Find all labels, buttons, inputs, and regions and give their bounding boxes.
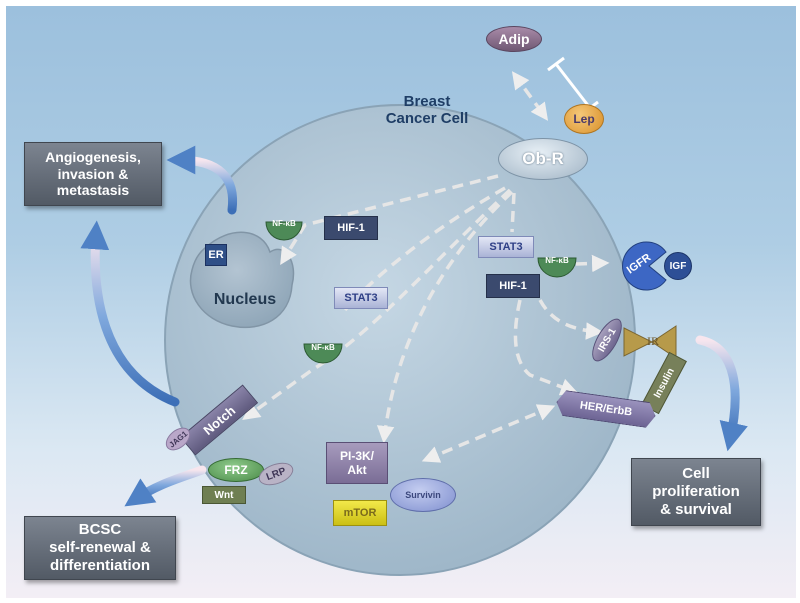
nfkb-mid-label: NF-κB bbox=[311, 343, 335, 352]
nfkb-right-label: NF-κB bbox=[545, 256, 569, 265]
frz-to-bcsc-arrow bbox=[124, 465, 207, 507]
igfr-receptor bbox=[622, 241, 667, 291]
angiogenesis-outcome: Angiogenesis, invasion & metastasis bbox=[24, 142, 162, 206]
nfkb-right-shape bbox=[537, 257, 577, 278]
stat3-igfr-arrow bbox=[575, 254, 610, 273]
bcsc-line-1: BCSC bbox=[78, 521, 122, 538]
bcsc-line-3: differentiation bbox=[50, 557, 150, 574]
survivin-node: Survivin bbox=[390, 478, 456, 512]
bcsc-line-2: self-renewal & bbox=[49, 539, 151, 556]
obr-pi3k-arrow bbox=[376, 190, 514, 444]
stat3-right-box: STAT3 bbox=[478, 236, 534, 258]
cell-title-line-2: Cancer Cell bbox=[385, 109, 469, 127]
mtor-box: mTOR bbox=[333, 500, 387, 526]
outcome-arrows bbox=[80, 145, 748, 507]
proliferation-line-1: Cell bbox=[682, 465, 710, 482]
bcsc-outcome: BCSC self-renewal & differentiation bbox=[24, 516, 176, 580]
stat3-mid-box: STAT3 bbox=[334, 287, 388, 309]
insulin-to-proliferation-arrow bbox=[695, 335, 748, 452]
angiogenesis-line-1: Angiogenesis, bbox=[45, 148, 141, 165]
cell-title-line-1: Breast bbox=[403, 93, 451, 110]
angiogenesis-line-2: invasion & bbox=[57, 165, 129, 182]
wnt-ligand: Wnt bbox=[202, 486, 246, 504]
nucleus-label: Nucleus bbox=[213, 291, 277, 308]
hif1-top-box: HIF-1 bbox=[324, 216, 378, 240]
er-box: ER bbox=[205, 244, 227, 266]
adip-obr-arrow bbox=[511, 71, 549, 121]
hif1-right-box: HIF-1 bbox=[486, 274, 540, 298]
proliferation-line-2: proliferation bbox=[652, 483, 740, 500]
to-her-arrow bbox=[513, 299, 579, 396]
pi3k-akt-box: PI-3K/ Akt bbox=[326, 442, 388, 484]
obr-receptor: Ob-R bbox=[498, 138, 588, 180]
pi3k-line-1: PI-3K/ bbox=[339, 448, 374, 463]
frz-receptor: FRZ bbox=[208, 458, 264, 482]
notch-to-angiogenesis-arrow bbox=[80, 220, 180, 407]
nucleus-to-angiogenesis-arrow bbox=[166, 145, 238, 215]
nfkb-top-label: NF-κB bbox=[272, 219, 296, 228]
obr-notch-arrow bbox=[242, 188, 512, 421]
signaling-arrows bbox=[242, 71, 610, 463]
angiogenesis-line-3: metastasis bbox=[56, 182, 130, 199]
obr-hif1-nucleus-arrow bbox=[280, 174, 499, 265]
nfkb-top-shape bbox=[265, 221, 303, 241]
to-irs1-arrow bbox=[538, 299, 604, 340]
igf-ligand: IGF bbox=[664, 252, 692, 280]
obr-stat3-arrow bbox=[510, 192, 516, 233]
ir-receptor-left bbox=[623, 327, 654, 357]
proliferation-outcome: Cell proliferation & survival bbox=[631, 458, 761, 526]
her-pi3k-arrow bbox=[421, 404, 556, 463]
proliferation-line-3: & survival bbox=[660, 501, 732, 518]
ir-label: IR bbox=[647, 334, 659, 348]
nfkb-mid-shape bbox=[303, 343, 343, 364]
pi3k-line-2: Akt bbox=[347, 463, 367, 477]
adip-node: Adip bbox=[486, 26, 542, 52]
ir-receptor-right bbox=[651, 325, 677, 359]
lep-node: Lep bbox=[564, 104, 604, 134]
cell-title: Breast Cancer Cell bbox=[372, 93, 482, 127]
